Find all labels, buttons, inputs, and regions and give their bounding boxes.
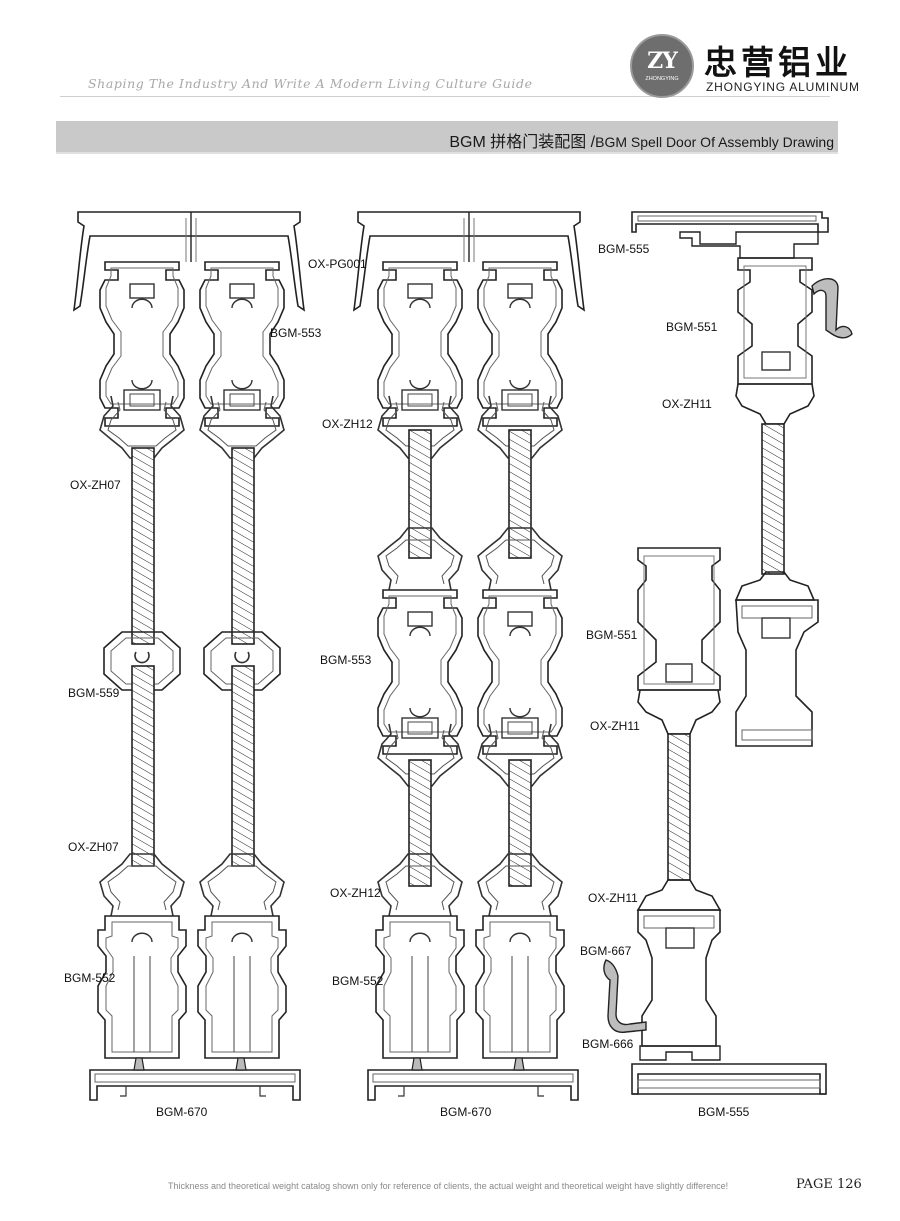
tagline: Shaping The Industry And Write A Modern … <box>88 76 533 91</box>
label-bgm-666: BGM-666 <box>582 1037 634 1051</box>
label-bgm-553-top: BGM-553 <box>270 326 322 340</box>
column-3-assembly <box>603 211 853 1095</box>
label-ox-zh07-top: OX-ZH07 <box>70 478 121 492</box>
label-ox-pg001: OX-PG001 <box>308 257 367 271</box>
label-bgm-559: BGM-559 <box>68 686 120 700</box>
page-number: PAGE 126 <box>796 1177 862 1192</box>
header-rule <box>60 96 830 97</box>
label-bgm-555-bottom: BGM-555 <box>698 1105 750 1119</box>
brand-name-cn: 忠营铝业 <box>704 43 852 82</box>
column-1-assembly <box>72 211 306 1101</box>
label-bgm-667: BGM-667 <box>580 944 632 958</box>
label-ox-zh11-top: OX-ZH11 <box>662 397 712 411</box>
title-en: BGM Spell Door Of Assembly Drawing <box>595 134 834 150</box>
brand-logo: ZY ZHONGYING <box>630 34 694 98</box>
brand-name-en: ZHONGYING ALUMINUM <box>706 80 860 94</box>
label-bgm-670-mid: BGM-670 <box>440 1105 492 1119</box>
footer-disclaimer: Thickness and theoretical weight catalog… <box>168 1181 729 1191</box>
column-2-assembly <box>352 211 586 1101</box>
label-ox-zh07-bottom: OX-ZH07 <box>68 840 119 854</box>
label-bgm-553-mid: BGM-553 <box>320 653 372 667</box>
label-ox-zh11-mid: OX-ZH11 <box>590 719 640 733</box>
label-bgm-670-left: BGM-670 <box>156 1105 208 1119</box>
title-bar: BGM 拼格门装配图 /BGM Spell Door Of Assembly D… <box>56 121 838 154</box>
label-ox-zh11-bottom: OX-ZH11 <box>588 891 638 905</box>
label-ox-zh12-top: OX-ZH12 <box>322 417 373 431</box>
label-bgm-552-left: BGM-552 <box>64 971 116 985</box>
label-bgm-555-top: BGM-555 <box>598 242 650 256</box>
label-ox-zh12-bottom: OX-ZH12 <box>330 886 381 900</box>
label-bgm-552-mid: BGM-552 <box>332 974 384 988</box>
logo-mark: ZY <box>647 48 678 74</box>
title-cn: BGM 拼格门装配图 / <box>449 134 596 151</box>
logo-subtext: ZHONGYING <box>645 76 679 82</box>
label-bgm-551-top: BGM-551 <box>666 320 718 334</box>
label-bgm-551-mid: BGM-551 <box>586 628 638 642</box>
page-title: BGM 拼格门装配图 /BGM Spell Door Of Assembly D… <box>449 128 834 152</box>
